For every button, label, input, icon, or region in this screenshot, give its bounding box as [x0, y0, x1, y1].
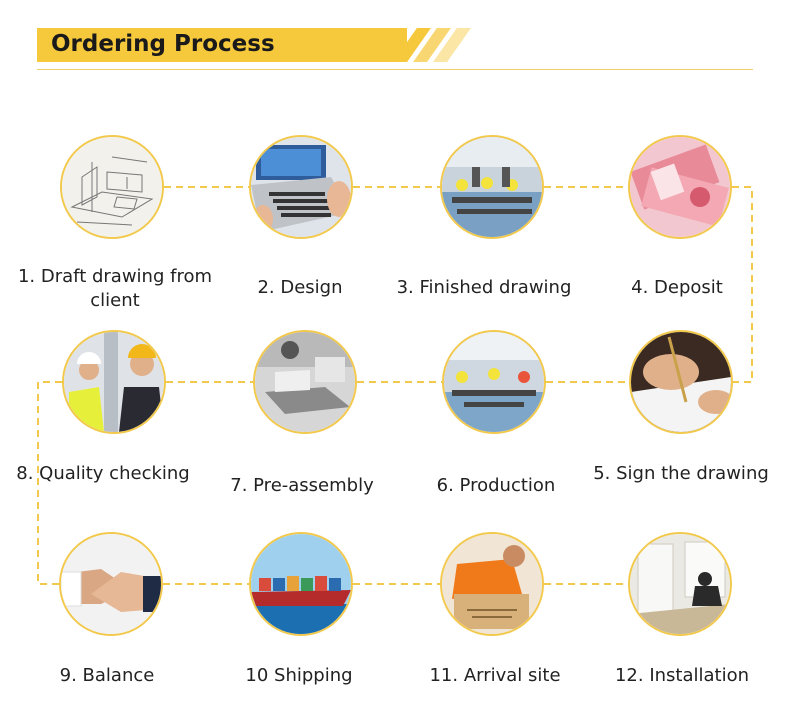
step-1-image — [60, 135, 164, 239]
section-header-banner: Ordering Process — [37, 28, 471, 62]
sketch-drawing-icon — [62, 137, 162, 237]
step-10-image — [249, 532, 353, 636]
step-3-image — [440, 135, 544, 239]
step-8-image — [62, 330, 166, 434]
step-12-label: 12. Installation — [614, 665, 750, 686]
header-divider — [37, 69, 753, 70]
pen-signing-icon — [631, 332, 731, 432]
installer-icon — [630, 534, 730, 634]
step-6-label: 6. Production — [436, 475, 556, 496]
step-4-image — [628, 135, 732, 239]
cargo-ship-icon — [251, 534, 351, 634]
step-6-image — [442, 330, 546, 434]
assembly-workshop-icon — [255, 332, 355, 432]
step-5-image — [629, 330, 733, 434]
step-5-label: 5. Sign the drawing — [593, 463, 769, 484]
step-9-label: 9. Balance — [59, 665, 155, 686]
step-10-label: 10 Shipping — [245, 665, 353, 686]
step-8-label: 8. Quality checking — [16, 463, 190, 484]
step-7-image — [253, 330, 357, 434]
factory-workers-icon — [442, 137, 542, 237]
step-7-label: 7. Pre-assembly — [230, 475, 374, 496]
hardhat-inspectors-icon — [64, 332, 164, 432]
step-1-label: 1. Draft drawing from client — [17, 266, 212, 311]
production-line-icon — [444, 332, 544, 432]
step-4-label: 4. Deposit — [631, 277, 723, 298]
step-2-image — [249, 135, 353, 239]
page-title: Ordering Process — [51, 31, 275, 57]
step-11-image — [440, 532, 544, 636]
step-9-image — [59, 532, 163, 636]
handshake-icon — [61, 534, 161, 634]
delivery-worker-icon — [442, 534, 542, 634]
banner-bar — [37, 28, 407, 62]
step-2-label: 2. Design — [257, 277, 343, 298]
banknotes-icon — [630, 137, 730, 237]
step-3-label: 3. Finished drawing — [396, 277, 572, 298]
step-12-image — [628, 532, 732, 636]
step-11-label: 11. Arrival site — [429, 665, 561, 686]
laptop-design-icon — [251, 137, 351, 237]
connector-line — [37, 381, 62, 585]
